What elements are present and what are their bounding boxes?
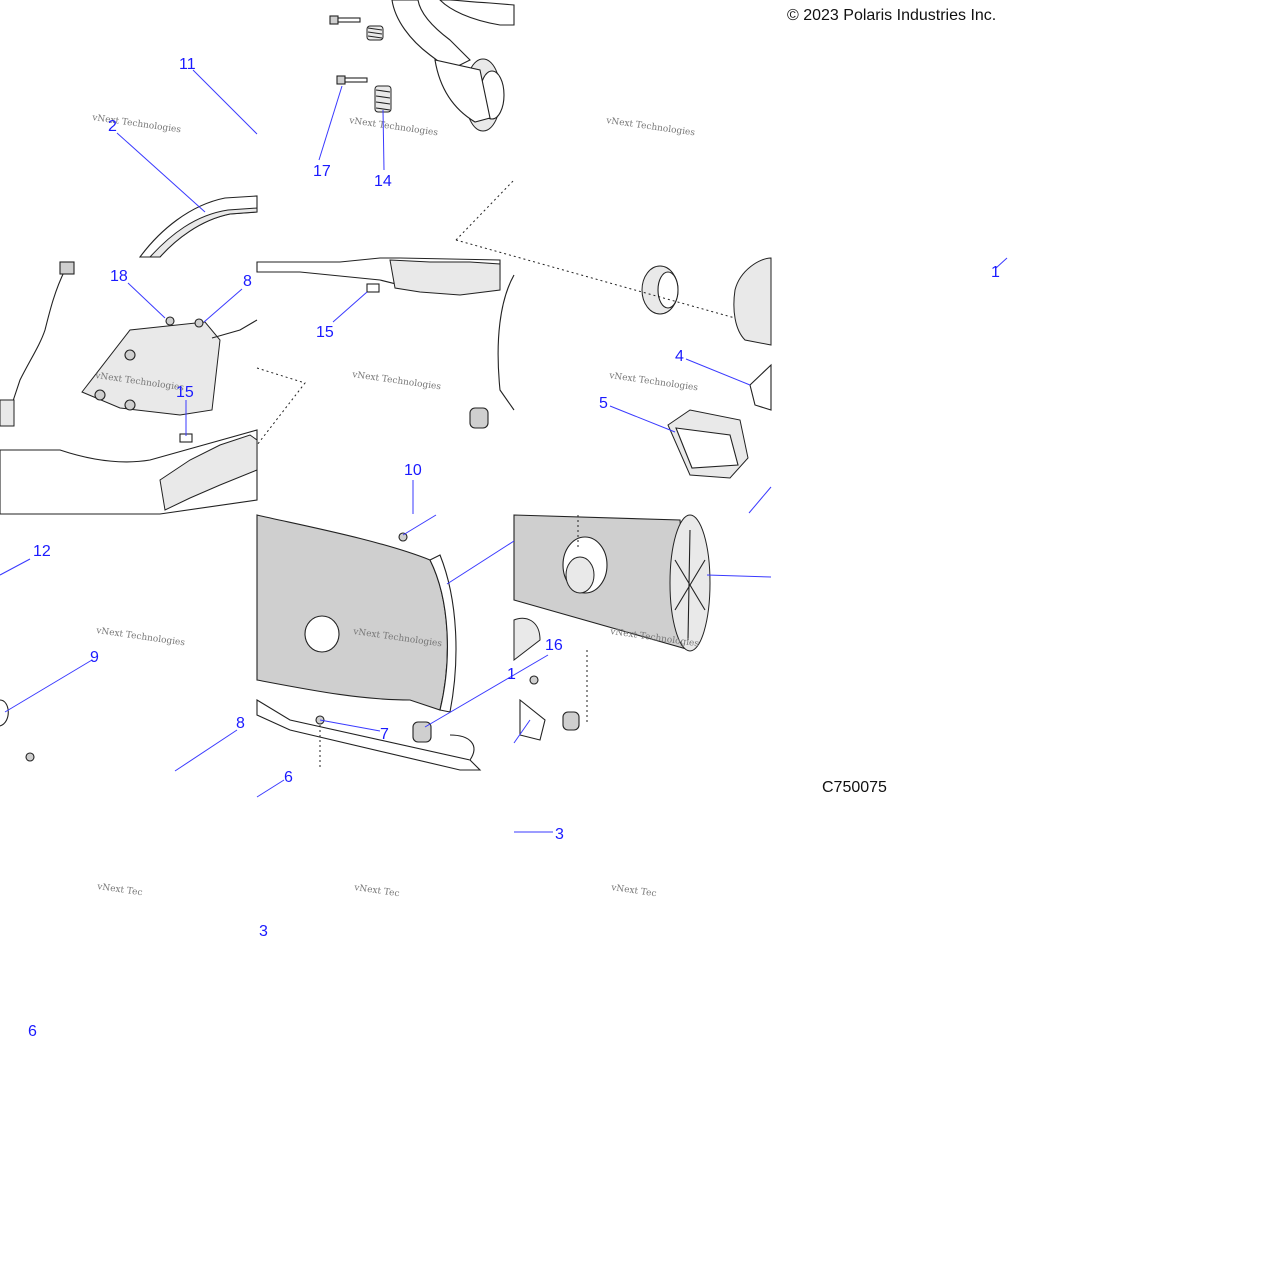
grommet-16-right — [562, 711, 580, 731]
watermark: vNext Technologies — [348, 116, 439, 139]
watermark: vNext Technologies — [608, 371, 699, 394]
mount-bracket-hook — [449, 734, 475, 761]
callout-8: 8 — [243, 273, 252, 290]
nut-8-lower — [25, 752, 35, 762]
grommet-r2c2 — [469, 407, 489, 429]
watermark-fragment: vNext Tec — [96, 882, 143, 898]
nut-10 — [398, 532, 408, 542]
callout-5: 5 — [599, 395, 608, 412]
muffler-outlet-end — [733, 257, 772, 346]
callout-3: 3 — [259, 923, 268, 940]
tile-r2c3 — [455, 179, 772, 479]
watermark: vNext Technologies — [95, 626, 186, 649]
heat-shield-tab — [211, 319, 258, 339]
oxygen-sensor-connector — [59, 261, 75, 275]
callout-4: 4 — [675, 348, 684, 365]
nut-8-upper — [194, 318, 204, 328]
manifold-gasket-upper — [389, 259, 501, 296]
callout-15: 15 — [176, 384, 194, 401]
pipe-stub — [513, 617, 541, 662]
manifold-gasket — [159, 434, 258, 511]
callout-6: 6 — [284, 769, 293, 786]
bolt-17-upper — [329, 15, 361, 25]
tile-r2c1 — [0, 261, 258, 515]
watermark-fragment: vNext Tec — [353, 883, 400, 899]
callout-11: 11 — [179, 56, 196, 73]
watermark-fragment: vNext Tec — [610, 883, 657, 899]
callout-6: 6 — [28, 1023, 37, 1040]
tile-r2c2 — [256, 257, 515, 446]
flange-9 — [0, 699, 9, 727]
callout-14: 14 — [374, 173, 392, 190]
copyright-notice: © 2023 Polaris Industries Inc. — [787, 7, 997, 24]
tile-r3c3 — [513, 514, 711, 741]
bolt-17 — [336, 75, 368, 85]
nut-18 — [165, 316, 175, 326]
callout-15: 15 — [316, 324, 334, 341]
watermark: vNext Technologies — [351, 370, 442, 393]
callout-1: 1 — [507, 666, 516, 683]
oxygen-sensor-wire — [9, 269, 66, 411]
head-pipe-body — [434, 59, 491, 123]
bolt-1 — [529, 675, 539, 685]
shield-opening — [304, 615, 340, 653]
mount-hanger — [519, 698, 546, 741]
callout-8: 8 — [236, 715, 245, 732]
callout-17: 17 — [313, 163, 331, 180]
tile-r3c2 — [256, 514, 482, 771]
callout-18: 18 — [110, 268, 128, 285]
callout-10: 10 — [404, 462, 422, 479]
tile-r3c1 — [0, 699, 35, 762]
leader-lines — [0, 69, 1008, 833]
exhaust-pipe-bend — [138, 195, 258, 258]
muffler-end-cap — [669, 514, 711, 652]
exhaust-pipe-bend-shade — [148, 207, 258, 258]
figure-code: C750075 — [822, 779, 887, 796]
oxygen-sensor — [0, 399, 15, 427]
grommet-16 — [412, 721, 432, 743]
callout-1: 1 — [991, 264, 1000, 281]
muffler-heat-shield — [256, 514, 448, 711]
bolt-15 — [366, 283, 380, 293]
head-pipe-upper — [439, 0, 515, 26]
tile-r1c1 — [138, 195, 258, 258]
callout-3: 3 — [555, 826, 564, 843]
watermark: vNext Technologies — [91, 113, 182, 136]
callout-2: 2 — [108, 118, 117, 135]
callout-16: 16 — [545, 637, 563, 654]
spring-14-upper — [366, 25, 384, 41]
callout-12: 12 — [33, 543, 51, 560]
tailpipe-4 — [749, 363, 772, 411]
watermark: vNext Technologies — [605, 116, 696, 139]
spring-14 — [374, 85, 392, 113]
callout-7: 7 — [380, 726, 389, 743]
callout-labels: 11 2 17 14 18 8 15 15 1 4 5 10 12 9 8 7 … — [28, 56, 1000, 1040]
tile-r1c2 — [329, 0, 515, 132]
heat-shield — [81, 321, 221, 416]
muffler-edge-r2c2 — [497, 274, 515, 411]
callout-9: 9 — [90, 649, 99, 666]
